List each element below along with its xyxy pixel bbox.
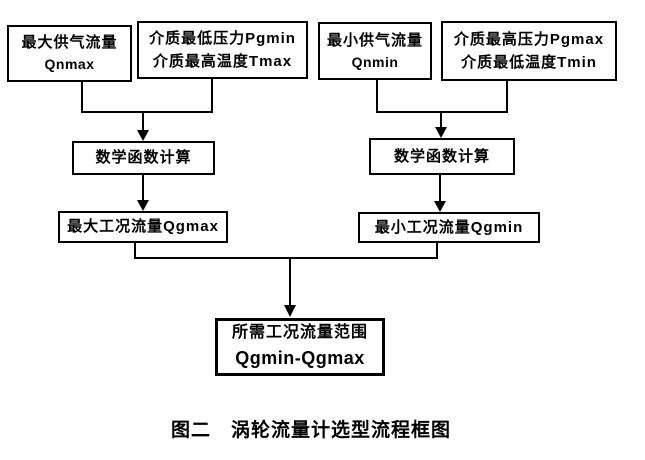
node-pgmax-tmin: 介质最高压力Pgmax 介质最低温度Tmin <box>441 21 617 81</box>
arrowhead <box>284 305 296 317</box>
node-qnmax-symbol: Qnmax <box>44 56 95 73</box>
node-qgmax: 最大工况流量Qgmax <box>58 211 228 243</box>
node-calc-right: 数学函数计算 <box>369 138 515 175</box>
node-flow-range-title: 所需工况流量范围 <box>231 323 368 341</box>
node-calc-right-label: 数学函数计算 <box>393 147 490 165</box>
arrowhead <box>137 130 149 141</box>
node-calc-left: 数学函数计算 <box>72 141 215 175</box>
node-pgmin-tmax-line2: 介质最高温度Tmax <box>152 53 293 70</box>
node-pgmin-tmax: 介质最低压力Pgmin 介质最高温度Tmax <box>137 21 308 79</box>
node-qnmin-symbol: Qnmin <box>351 53 399 70</box>
node-qnmax: 最大供气流量 Qnmax <box>7 25 132 82</box>
node-flow-range: 所需工况流量范围 Qgmin-Qgmax <box>215 318 385 376</box>
node-qgmin: 最小工况流量Qgmin <box>358 212 540 243</box>
node-pgmax-tmin-line1: 介质最高压力Pgmax <box>453 30 605 48</box>
node-pgmax-tmin-line2: 介质最低温度Tmin <box>461 54 597 71</box>
node-pgmin-tmax-line1: 介质最低压力Pgmin <box>149 29 296 47</box>
arrowhead <box>137 200 149 211</box>
node-flow-range-symbol: Qgmin-Qgmax <box>235 348 365 369</box>
arrowhead <box>435 127 447 138</box>
figure-caption: 图二 涡轮流量计选型流程框图 <box>170 420 451 441</box>
arrowhead <box>434 201 446 212</box>
node-qgmax-label: 最大工况流量Qgmax <box>67 218 219 236</box>
node-calc-left-label: 数学函数计算 <box>95 149 192 167</box>
node-qnmax-title: 最大供气流量 <box>21 34 118 52</box>
node-qnmin-title: 最小供气流量 <box>326 31 423 49</box>
node-qnmin: 最小供气流量 Qnmin <box>318 22 432 80</box>
node-qgmin-label: 最小工况流量Qgmin <box>374 218 524 236</box>
